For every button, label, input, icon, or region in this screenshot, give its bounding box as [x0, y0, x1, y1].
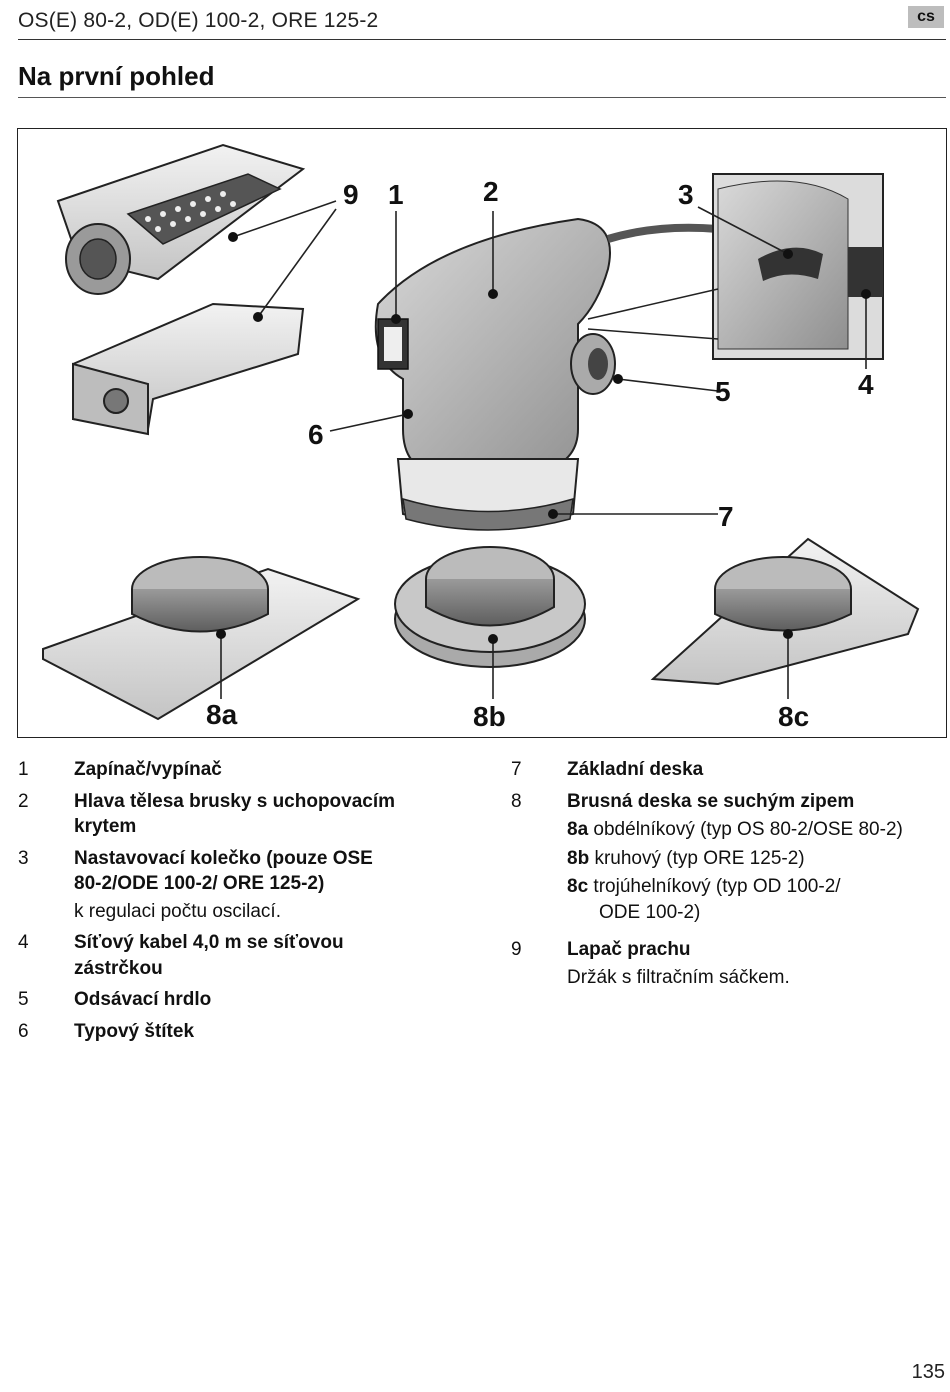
legend-label: Síťový kabel 4,0 m se síťovou zástrčkou: [74, 932, 344, 979]
legend-subtext: kruhový (typ ORE 125-2): [594, 847, 805, 869]
inset-detail-drawing: [587, 173, 884, 360]
legend-number: 3: [18, 847, 29, 869]
legend-label: Odsávací hrdlo: [74, 989, 212, 1010]
sander-body-drawing: [374, 217, 719, 531]
legend-number: 5: [18, 989, 29, 1010]
legend-label: Hlava tělesa brusky s uchopovacím krytem: [74, 790, 396, 838]
legend-number: 2: [18, 790, 29, 812]
legend-subnumber: 8b: [567, 847, 590, 869]
legend-number: 4: [18, 932, 29, 953]
callout-2: 2: [483, 176, 499, 207]
section-divider: [18, 97, 946, 98]
legend-item: 6 Typový štítek: [18, 1019, 448, 1045]
callout-4: 4: [858, 369, 874, 400]
legend-subtext: trojúhelníkový (typ OD 100-2/: [593, 876, 841, 897]
callout-8b: 8b: [473, 701, 506, 732]
legend-label: Typový štítek: [74, 1020, 195, 1042]
legend-description: k regulaci počtu oscilací.: [74, 900, 281, 922]
callout-9: 9: [343, 179, 359, 210]
leader-dots: [216, 232, 871, 644]
legend-subitem: 8b kruhový (typ ORE 125-2): [567, 846, 941, 872]
legend-item: 8 Brusná deska se suchým zipem 8a obdéln…: [511, 789, 941, 926]
legend-item: 1 Zapínač/vypínač: [18, 757, 448, 783]
rectangular-pad-drawing: [42, 556, 361, 721]
callout-3: 3: [678, 179, 694, 210]
legend-number: 8: [511, 790, 522, 812]
legend-left-column: 1 Zapínač/vypínač 2 Hlava tělesa brusky …: [18, 757, 448, 1050]
triangular-pad-drawing: [650, 537, 920, 686]
callout-6: 6: [308, 419, 324, 450]
legend-subtext-continuation: ODE 100-2): [599, 901, 701, 923]
legend-number: 6: [18, 1020, 29, 1042]
header-divider: [18, 39, 946, 40]
legend-item: 3 Nastavovací kolečko (pouze OSE 80-2/OD…: [18, 846, 448, 925]
legend-description: Držák s filtračním sáčkem.: [567, 966, 790, 988]
legend-item: 5 Odsávací hrdlo: [18, 987, 448, 1013]
sander-diagram: 9 1 2 3 4 5 6 7 8a 8b 8c: [42, 143, 920, 732]
legend-subtext: obdélníkový (typ OS 80-2/OSE 80-2): [593, 819, 903, 840]
callout-8a: 8a: [206, 699, 238, 730]
legend-subnumber: 8c: [567, 876, 589, 897]
legend-number: 1: [18, 759, 29, 780]
legend-subnumber: 8a: [567, 819, 589, 840]
product-illustration: 9 1 2 3 4 5 6 7 8a 8b 8c: [17, 128, 947, 738]
legend-subitem: 8a obdélníkový (typ OS 80-2/OSE 80-2): [567, 817, 941, 843]
legend-label: Základní deska: [567, 759, 704, 780]
callout-8c: 8c: [778, 701, 809, 732]
section-title: Na první pohled: [18, 61, 215, 91]
legend-label: Brusná deska se suchým zipem: [567, 790, 855, 812]
legend-item: 9 Lapač prachu Držák s filtračním sáčkem…: [511, 937, 941, 990]
legend-label: Nastavovací kolečko (pouze OSE 80-2/ODE …: [74, 847, 373, 895]
legend-label: Zapínač/vypínač: [74, 759, 222, 780]
language-badge: cs: [908, 6, 944, 28]
legend-number: 7: [511, 759, 522, 780]
legend-right-column: 7 Základní deska 8 Brusná deska se suchý…: [511, 757, 941, 996]
callout-1: 1: [388, 179, 404, 210]
legend-number: 9: [511, 939, 522, 960]
leader-lines: [220, 200, 867, 699]
legend-subitem: 8c trojúhelníkový (typ OD 100-2/ ODE 100…: [567, 874, 941, 925]
filter-bag-drawing: [72, 302, 305, 436]
legend-label: Lapač prachu: [567, 939, 691, 960]
legend-item: 2 Hlava tělesa brusky s uchopovacím kryt…: [18, 789, 448, 840]
page-number: 135: [911, 1361, 945, 1383]
callout-5: 5: [715, 376, 731, 407]
legend-item: 7 Základní deska: [511, 757, 941, 783]
dust-collector-drawing: [56, 143, 306, 295]
legend-item: 4 Síťový kabel 4,0 m se síťovou zástrčko…: [18, 930, 448, 981]
document-header-title: OS(E) 80-2, OD(E) 100-2, ORE 125-2: [18, 9, 379, 32]
callout-7: 7: [718, 501, 734, 532]
round-pad-drawing: [394, 546, 586, 668]
